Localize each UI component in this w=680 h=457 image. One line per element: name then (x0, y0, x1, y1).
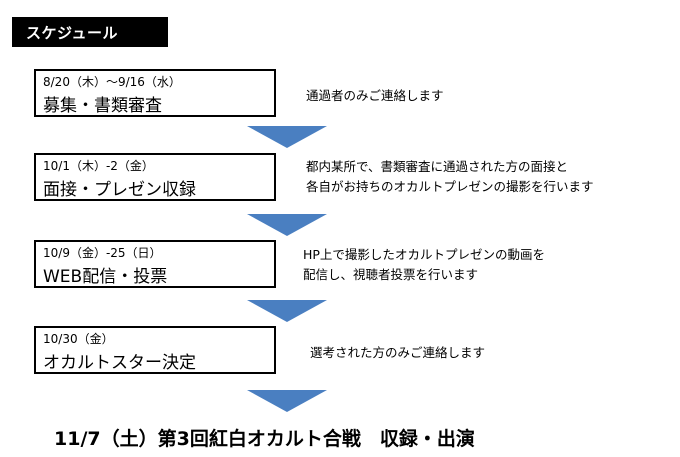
step-box-recruitment: 8/20（木）～9/16（水） 募集・書類審査 (34, 69, 276, 117)
step-description-line: 配信し、視聴者投票を行います (303, 267, 479, 282)
step-date: 10/1（木）-2（金） (43, 159, 154, 173)
schedule-header: スケジュール (12, 17, 168, 47)
down-arrow-icon (247, 126, 327, 148)
final-event-text: 11/7（土）第3回紅白オカルト合戦 収録・出演 (54, 428, 475, 450)
step-title: 面接・プレゼン収録 (43, 180, 196, 200)
step-description-line: 各自がお持ちのオカルトプレゼンの撮影を行います (306, 179, 594, 194)
schedule-header-title: スケジュール (26, 24, 118, 42)
step-title: WEB配信・投票 (43, 267, 168, 287)
step-box-decision: 10/30（金） オカルトスター決定 (34, 326, 276, 374)
step-description-recruitment: 通過者のみご連絡します (306, 86, 444, 106)
step-description-decision: 選考された方のみご連絡します (310, 343, 485, 363)
step-title: オカルトスター決定 (43, 353, 196, 373)
step-title: 募集・書類審査 (43, 96, 162, 116)
step-description-line: 都内某所で、書類審査に通過された方の面接と (306, 159, 569, 174)
step-description-web-voting: HP上で撮影したオカルトプレゼンの動画を 配信し、視聴者投票を行います (303, 245, 545, 285)
step-box-web-voting: 10/9（金）-25（日） WEB配信・投票 (34, 240, 276, 288)
step-description-line: HP上で撮影したオカルトプレゼンの動画を (303, 247, 545, 262)
step-date: 10/9（金）-25（日） (43, 246, 162, 260)
step-description-interview: 都内某所で、書類審査に通過された方の面接と 各自がお持ちのオカルトプレゼンの撮影… (306, 157, 594, 197)
step-box-interview: 10/1（木）-2（金） 面接・プレゼン収録 (34, 153, 276, 201)
step-date: 8/20（木）～9/16（水） (43, 75, 181, 89)
down-arrow-icon (247, 300, 327, 322)
step-description-line: 選考された方のみご連絡します (310, 345, 486, 360)
step-date: 10/30（金） (43, 332, 114, 346)
down-arrow-icon (247, 390, 327, 412)
down-arrow-icon (247, 214, 327, 236)
step-description-line: 通過者のみご連絡します (306, 88, 444, 103)
